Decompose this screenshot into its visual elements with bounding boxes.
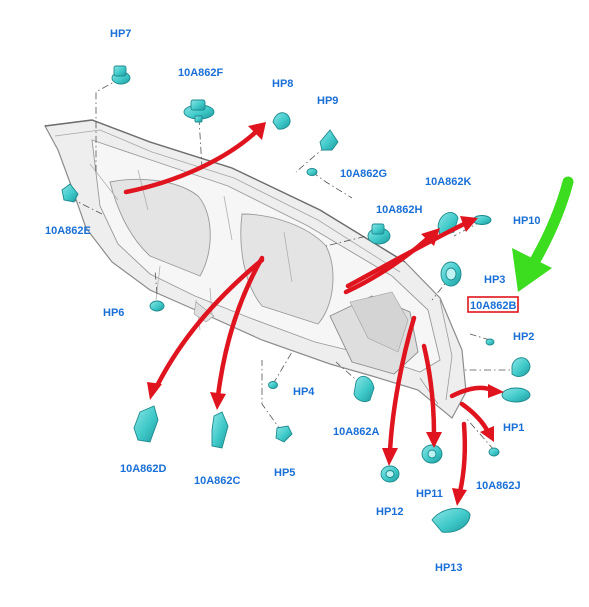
- label-hp9: HP9: [317, 95, 338, 107]
- part-labels: HP7 10A862F HP8 HP9 10A862G 10A862E 10A8…: [45, 28, 541, 574]
- label-hp5: HP5: [274, 467, 295, 479]
- label-hp1: HP1: [503, 422, 524, 434]
- label-10a862d: 10A862D: [120, 463, 167, 475]
- plug-hp2: [511, 357, 531, 377]
- plug-10a862h: [367, 223, 391, 245]
- arrow-to-hp8: [123, 127, 261, 195]
- plug-10a862e: [61, 183, 79, 203]
- label-10a862j: 10A862J: [476, 480, 521, 492]
- label-10a862h: 10A862H: [376, 204, 423, 216]
- label-10a862a: 10A862A: [333, 426, 380, 438]
- label-hp8: HP8: [272, 78, 293, 90]
- label-hp2: HP2: [513, 331, 534, 343]
- label-10a862k: 10A862K: [425, 176, 472, 188]
- plug-hp5: [275, 425, 293, 443]
- plug-10a862b-small: [485, 338, 495, 346]
- plug-hp1: [501, 387, 531, 403]
- label-10a862f: 10A862F: [178, 67, 224, 79]
- arrow-to-hp10: [345, 221, 467, 289]
- plug-hp3: [440, 261, 462, 287]
- arrow-to-hp13: [457, 421, 468, 495]
- plug-hp6: [149, 300, 165, 312]
- plug-10a862g: [306, 168, 318, 176]
- green-callout-arrow: [512, 176, 574, 292]
- label-hp3: HP3: [484, 274, 505, 286]
- leader-lines: [69, 77, 520, 451]
- plug-hp8: [272, 112, 291, 130]
- label-hp13: HP13: [435, 562, 463, 574]
- plug-10a862f: [183, 99, 215, 123]
- label-10a862c: 10A862C: [194, 475, 241, 487]
- arrow-to-hp11: [421, 343, 437, 437]
- plug-10a862a: [353, 375, 375, 403]
- label-hp6: HP6: [103, 307, 124, 319]
- arrow-to-hp12: [387, 315, 417, 455]
- plug-hp12: [380, 465, 400, 483]
- plug-hp13: [431, 507, 471, 533]
- plug-hp9: [319, 129, 339, 151]
- red-arrows: [123, 127, 495, 495]
- plug-hp4: [268, 381, 278, 389]
- label-hp11: HP11: [416, 488, 443, 500]
- arrow-to-10a862d: [153, 257, 265, 391]
- arrow-to-10a862c: [215, 255, 265, 399]
- red-arrowheads: [147, 122, 504, 506]
- label-hp10: HP10: [513, 215, 541, 227]
- label-hp12: HP12: [376, 506, 404, 518]
- highlight-box: [467, 296, 519, 313]
- plug-10a862j: [488, 447, 500, 457]
- label-10a862b: 10A862B: [470, 300, 517, 312]
- plug-10a862d: [133, 405, 159, 443]
- plug-hp7: [111, 65, 131, 85]
- label-hp7: HP7: [110, 28, 131, 40]
- plug-10a862c: [211, 411, 229, 449]
- label-10a862e: 10A862E: [45, 225, 91, 237]
- label-10a862g: 10A862G: [340, 168, 387, 180]
- label-hp4: HP4: [293, 386, 315, 398]
- plug-hp11: [421, 444, 443, 464]
